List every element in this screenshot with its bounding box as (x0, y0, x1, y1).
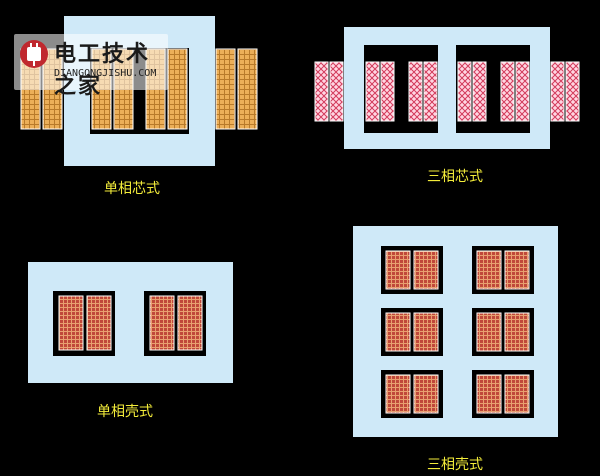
coil (329, 61, 344, 122)
coil (408, 61, 423, 122)
watermark-url: DIANGONGJISHU.COM (54, 68, 157, 79)
coil (86, 295, 112, 351)
coil (515, 61, 530, 122)
coil (385, 250, 411, 290)
coil (476, 312, 502, 352)
coil-outer-right-b (237, 48, 258, 130)
coil (472, 61, 487, 122)
caption-three-phase-shell: 三相壳式 (427, 457, 483, 473)
coil (413, 250, 439, 290)
coil (365, 61, 380, 122)
coil (149, 295, 175, 351)
coil (385, 312, 411, 352)
coil-window-right-b (167, 48, 188, 130)
watermark: 电工技术之家 DIANGONGJISHU.COM (14, 34, 168, 99)
coil (413, 374, 439, 414)
coil (423, 61, 438, 122)
three-phase-shell-transformer (353, 226, 558, 437)
single-phase-shell-transformer (28, 262, 233, 383)
coil (385, 374, 411, 414)
coil-outer-right-a (215, 48, 236, 130)
three-phase-core-transformer (314, 27, 580, 149)
coil (314, 61, 329, 122)
watermark-title: 电工技术之家 (54, 42, 151, 99)
coil (500, 61, 515, 122)
coil (476, 374, 502, 414)
caption-single-phase-core: 单相芯式 (104, 181, 160, 197)
coil (504, 250, 530, 290)
caption-single-phase-shell: 单相壳式 (97, 404, 153, 420)
coil (504, 374, 530, 414)
coil (504, 312, 530, 352)
coil (476, 250, 502, 290)
power-plug-logo-icon (20, 40, 48, 68)
coil (550, 61, 565, 122)
caption-three-phase-core: 三相芯式 (427, 169, 483, 185)
coil (565, 61, 580, 122)
coil (380, 61, 395, 122)
coil (457, 61, 472, 122)
coil (177, 295, 203, 351)
coil (58, 295, 84, 351)
coil (413, 312, 439, 352)
